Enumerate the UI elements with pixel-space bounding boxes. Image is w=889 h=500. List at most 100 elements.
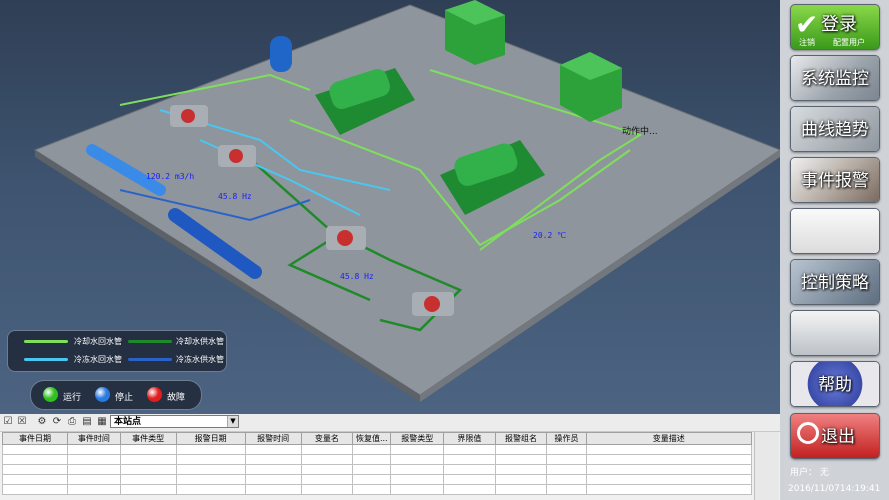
table-cell xyxy=(390,484,445,495)
current-user: 用户： 无 xyxy=(790,468,829,478)
table-cell xyxy=(494,484,548,495)
column-header[interactable]: 变量描述 xyxy=(585,432,753,445)
station-select[interactable]: 本站点 ▼ xyxy=(110,415,239,428)
checkmark-icon: ✔ xyxy=(795,8,819,41)
flow-rate-label: 120.2 m3/h xyxy=(146,172,195,181)
export-icon[interactable]: ▤ xyxy=(82,416,92,427)
button-label: 曲线趋势 xyxy=(801,120,869,140)
table-cell xyxy=(546,484,587,495)
blank-button[interactable] xyxy=(790,208,880,254)
table-cell xyxy=(546,474,587,485)
table-cell xyxy=(390,454,445,465)
table-cell xyxy=(175,484,246,495)
column-header[interactable]: 操作员 xyxy=(546,432,587,445)
checkbox-icon[interactable]: ☑ xyxy=(3,416,13,427)
table-cell xyxy=(244,444,302,455)
help-button[interactable]: 帮助 xyxy=(790,361,880,407)
config-user-link[interactable]: 配置用户 xyxy=(833,38,865,47)
table-cell xyxy=(443,454,496,465)
logout-link[interactable]: 注销 xyxy=(799,38,815,47)
system-monitor-button[interactable]: 系统监控 xyxy=(790,55,880,101)
pump-frequency-label: 45.8 Hz xyxy=(218,192,252,201)
column-header[interactable]: 报警日期 xyxy=(175,432,246,445)
table-header-row: 事件日期 事件时间 事件类型 报警日期 报警时间 变量名 恢复值... 报警类型… xyxy=(1,432,753,445)
pipe-legend: 冷却水回水管 冷却水供水管 冷冻水回水管 冷冻水供水管 xyxy=(7,330,227,372)
table-cell xyxy=(67,484,121,495)
table-cell xyxy=(300,454,354,465)
control-strategy-button[interactable]: 控制策略 xyxy=(790,259,880,305)
status-label: 故障 xyxy=(167,393,186,403)
table-row[interactable] xyxy=(1,464,753,475)
print-icon[interactable]: ⎙ xyxy=(68,416,76,427)
pump-2[interactable] xyxy=(218,145,256,167)
alarm-icon xyxy=(791,158,879,202)
legend-label: 冷冻水供水管 xyxy=(176,355,224,364)
hvac-scene: 120.2 m3/h 45.8 Hz 45.8 Hz 20.2 ℃ 动作中...… xyxy=(0,0,780,414)
table-cell xyxy=(244,454,302,465)
table-cell xyxy=(1,464,69,475)
chevron-down-icon[interactable]: ▼ xyxy=(227,416,238,427)
login-label: 登录 xyxy=(821,14,857,35)
table-cell xyxy=(119,474,177,485)
column-header[interactable]: 界限值 xyxy=(443,432,496,445)
chiller-1[interactable] xyxy=(315,66,415,135)
plant-diagram xyxy=(33,0,780,402)
table-cell xyxy=(300,484,354,495)
column-header[interactable]: 事件时间 xyxy=(67,432,121,445)
pump-1[interactable] xyxy=(170,105,208,127)
table-row[interactable] xyxy=(1,474,753,485)
clear-icon[interactable]: ☒ xyxy=(17,416,27,427)
column-header[interactable]: 事件日期 xyxy=(1,432,69,445)
legend-label: 冷却水供水管 xyxy=(176,337,224,346)
table-cell xyxy=(175,444,246,455)
table-cell xyxy=(300,474,354,485)
column-header[interactable]: 报警组名 xyxy=(494,432,548,445)
collector-header xyxy=(168,208,262,279)
temperature-label: 20.2 ℃ xyxy=(533,231,567,240)
table-cell xyxy=(1,454,69,465)
column-header[interactable]: 变量名 xyxy=(300,432,354,445)
refresh-icon[interactable]: ⟳ xyxy=(52,416,62,427)
column-header[interactable]: 事件类型 xyxy=(119,432,177,445)
cooling-tower-1[interactable] xyxy=(445,0,505,65)
column-header[interactable]: 报警时间 xyxy=(244,432,302,445)
table-cell xyxy=(67,464,121,475)
pump-3[interactable] xyxy=(326,226,366,250)
table-row[interactable] xyxy=(1,454,753,465)
trend-curve-button[interactable]: 曲线趋势 xyxy=(790,106,880,152)
login-button[interactable]: ✔ 登录 注销 配置用户 xyxy=(790,4,880,50)
event-scrollbar[interactable] xyxy=(754,432,779,500)
table-row[interactable] xyxy=(1,444,753,455)
filter-icon[interactable]: ⚙ xyxy=(37,416,47,427)
status-label: 运行 xyxy=(63,393,82,403)
table-cell xyxy=(244,464,302,475)
table-cell xyxy=(390,474,445,485)
table-cell xyxy=(585,484,753,495)
exit-button[interactable]: 退出 xyxy=(790,413,880,459)
table-cell xyxy=(1,484,69,495)
table-cell xyxy=(119,444,177,455)
chiller-2[interactable] xyxy=(440,140,545,215)
station-select-value: 本站点 xyxy=(114,417,142,427)
legend-swatch xyxy=(128,340,172,343)
table-cell xyxy=(119,454,177,465)
column-header[interactable]: 恢复值... xyxy=(352,432,392,445)
button-label: 系统监控 xyxy=(801,69,869,89)
event-alarm-button[interactable]: 事件报警 xyxy=(790,157,880,203)
cooling-tower-2[interactable] xyxy=(560,52,622,122)
event-table: 事件日期 事件时间 事件类型 报警日期 报警时间 变量名 恢复值... 报警类型… xyxy=(1,432,753,495)
power-icon xyxy=(797,422,819,444)
table-cell xyxy=(494,454,548,465)
pump-4[interactable] xyxy=(412,292,454,316)
legend-swatch xyxy=(24,358,68,361)
column-header[interactable]: 报警类型 xyxy=(390,432,445,445)
distributor-header xyxy=(86,144,166,196)
table-cell xyxy=(585,454,753,465)
table-cell xyxy=(585,464,753,475)
grid-icon[interactable]: ▦ xyxy=(97,416,107,427)
table-cell xyxy=(119,484,177,495)
office-button[interactable] xyxy=(790,310,880,356)
table-row[interactable] xyxy=(1,484,753,495)
running-status-icon xyxy=(43,387,58,402)
table-cell xyxy=(443,444,496,455)
